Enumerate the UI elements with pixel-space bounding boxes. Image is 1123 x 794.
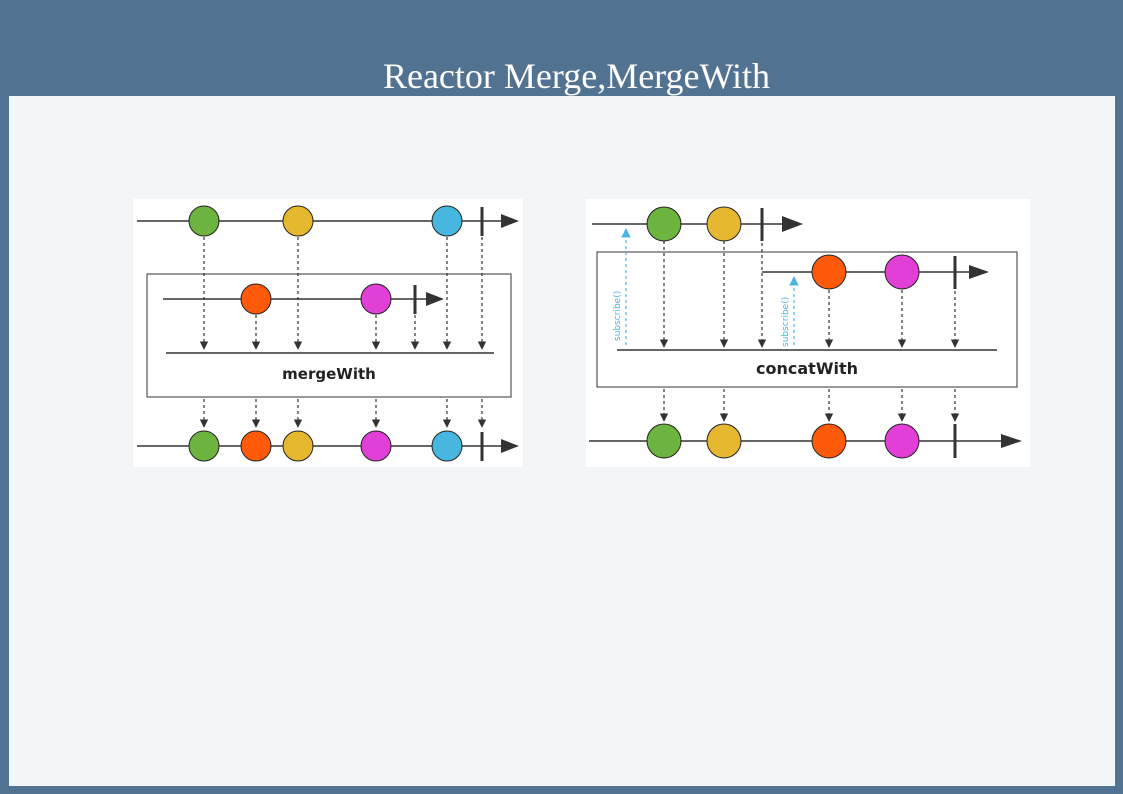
marble-orange [811, 254, 847, 290]
marble-orange [240, 430, 272, 462]
marble-green [646, 423, 682, 459]
marble-orange [240, 283, 272, 315]
marble-orange [811, 423, 847, 459]
timeline-arrow-icon [426, 292, 444, 306]
slide-title: Reactor Merge,MergeWith [382, 56, 771, 96]
operator-box [596, 251, 1018, 388]
concat-with-diagram: subscribe() subscribe() concatWith [586, 199, 1030, 467]
marble-blue [431, 430, 463, 462]
operator-label: concatWith [756, 359, 858, 378]
marble-green [188, 205, 220, 237]
timeline-arrow-icon [501, 439, 519, 453]
marble-yellow [282, 430, 314, 462]
marble-magenta [360, 283, 392, 315]
marble-magenta [360, 430, 392, 462]
operator-label: mergeWith [282, 365, 376, 383]
timeline-arrow-icon [969, 265, 989, 279]
merge-with-svg: mergeWith [137, 205, 519, 462]
operator-box [146, 273, 512, 398]
concat-with-svg: subscribe() subscribe() concatWith [589, 206, 1022, 459]
marble-blue [431, 205, 463, 237]
merge-with-diagram: mergeWith [133, 199, 523, 467]
timeline-arrow-icon [782, 216, 803, 232]
subscribe-label: subscribe() [781, 297, 791, 347]
timeline-arrow-icon [1001, 434, 1022, 448]
marble-magenta [884, 423, 920, 459]
marble-magenta [884, 254, 920, 290]
marble-yellow [706, 423, 742, 459]
marble-yellow [706, 206, 742, 242]
subscribe-label: subscribe() [613, 291, 623, 341]
marble-yellow [282, 205, 314, 237]
marble-green [646, 206, 682, 242]
timeline-arrow-icon [501, 214, 519, 228]
marble-green [188, 430, 220, 462]
